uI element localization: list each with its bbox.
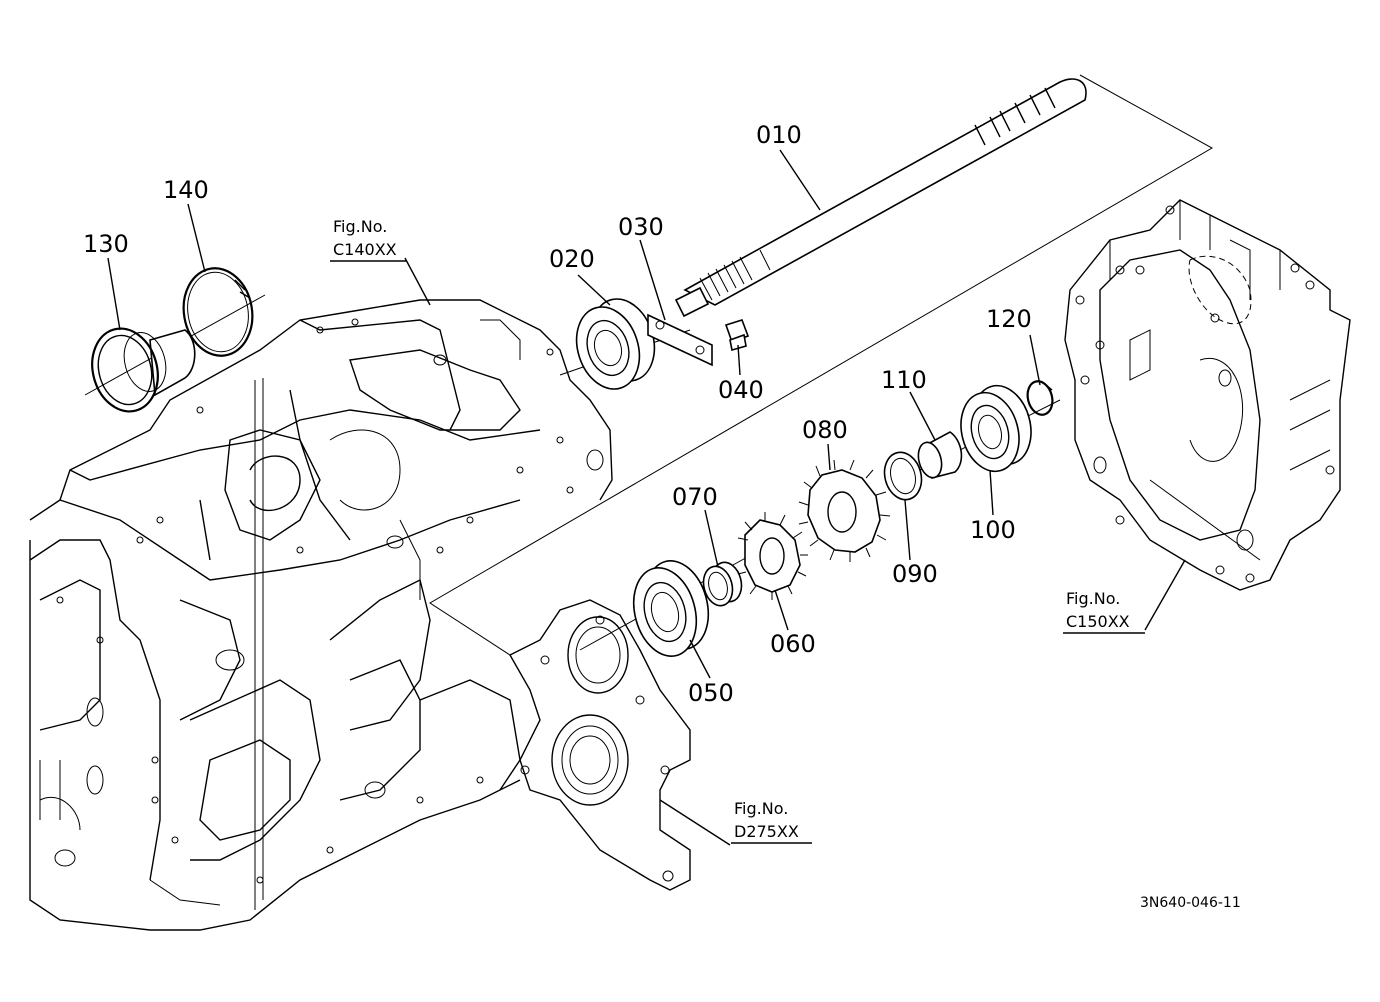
label-090: 090	[892, 560, 938, 588]
label-120: 120	[986, 305, 1032, 333]
clutch-housing-right	[1064, 199, 1351, 591]
bearing-plate-middle	[509, 599, 691, 891]
part-040-bolt	[724, 319, 750, 352]
ref-c150-code: C150XX	[1066, 612, 1130, 631]
part-110-collar	[917, 431, 963, 479]
part-090-collar	[883, 451, 923, 501]
part-020-ball-bearing	[575, 298, 656, 390]
part-030-retaining-plate	[647, 313, 713, 367]
label-100: 100	[970, 516, 1016, 544]
ref-d275-prefix: Fig.No.	[734, 799, 788, 818]
drawing-code: 3N640-046-11	[1140, 895, 1241, 911]
part-050-ball-bearing	[632, 560, 710, 657]
ref-c140-prefix: Fig.No.	[333, 217, 387, 236]
part-080-gear	[798, 459, 891, 562]
part-060-gear	[737, 512, 808, 600]
label-110: 110	[881, 366, 927, 394]
leader-lines	[107, 149, 1186, 846]
part-130-gear	[91, 327, 196, 413]
ref-d275-code: D275XX	[734, 822, 799, 841]
ref-c140-code: C140XX	[333, 240, 397, 259]
label-050: 050	[688, 679, 734, 707]
label-020: 020	[549, 245, 595, 273]
label-060: 060	[770, 630, 816, 658]
label-080: 080	[802, 416, 848, 444]
part-120-snap-ring	[1026, 380, 1054, 416]
label-140: 140	[163, 176, 209, 204]
transmission-case-left	[29, 299, 613, 931]
part-100-ball-bearing	[960, 384, 1032, 473]
part-labels: 010 020 030 040 050 060 070 080 090 100 …	[83, 121, 1032, 707]
label-030: 030	[618, 213, 664, 241]
part-010-shaft	[674, 78, 1087, 318]
part-070-collar	[702, 561, 743, 607]
ref-c150-prefix: Fig.No.	[1066, 589, 1120, 608]
figure-ref-d275: Fig.No. D275XX	[731, 799, 812, 844]
part-140-snap-ring	[182, 267, 254, 357]
figure-ref-c150: Fig.No. C150XX	[1063, 589, 1145, 634]
label-130: 130	[83, 230, 129, 258]
label-010: 010	[756, 121, 802, 149]
label-070: 070	[672, 483, 718, 511]
label-040: 040	[718, 376, 764, 404]
figure-ref-c140: Fig.No. C140XX	[330, 217, 406, 262]
